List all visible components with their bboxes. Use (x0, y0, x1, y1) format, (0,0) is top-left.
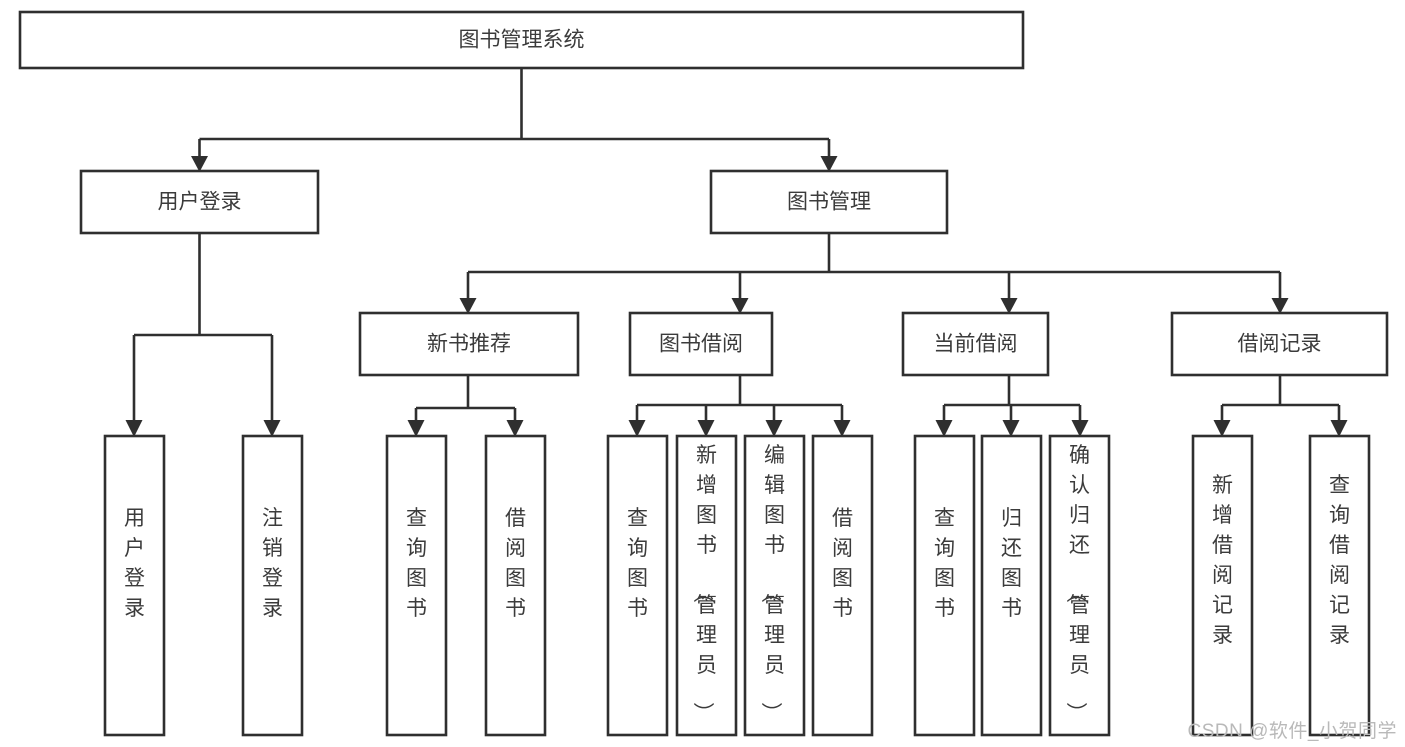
leaf-logout[interactable]: 注销登录 (241, 434, 304, 737)
node-current-borrow[interactable]: 当前借阅 (901, 311, 1050, 377)
connector-layer (125, 68, 1348, 437)
arrow-head-leaf-logout (263, 420, 281, 437)
node-root-label: 图书管理系统 (459, 29, 585, 52)
node-book-borrow-box[interactable] (628, 311, 774, 377)
arrow-head-leaf-confirm-return (1071, 420, 1089, 437)
leaf-add-borrow-record[interactable]: 新增借阅记录 (1191, 434, 1254, 737)
arrow-head-book-borrow (731, 298, 749, 314)
arrow-head-leaf-query-book-2 (628, 420, 646, 437)
node-borrow-record-box[interactable] (1170, 311, 1389, 377)
arrow-head-new-books (459, 298, 477, 314)
arrow-head-current-borrow (1000, 298, 1018, 314)
leaf-borrow-book-2-box[interactable] (811, 434, 874, 737)
arrow-head-book-mgmt (820, 156, 838, 172)
leaf-borrow-book-1-label: 借阅图书 (505, 507, 526, 620)
arrow-head-leaf-add-record (1213, 420, 1231, 437)
leaf-user-login-box[interactable] (103, 434, 166, 737)
arrow-head-borrow-record (1271, 298, 1289, 314)
leaf-query-book-3-label: 查询图书 (934, 507, 955, 620)
arrow-head-leaf-add-book (697, 420, 715, 437)
arrow-head-leaf-edit-book (765, 420, 783, 437)
leaf-borrow-book-2-label: 借阅图书 (832, 507, 853, 620)
leaf-query-book-1[interactable]: 查询图书 (385, 434, 448, 737)
node-book-borrow[interactable]: 图书借阅 (628, 311, 774, 377)
node-new-book-recommend[interactable]: 新书推荐 (358, 311, 580, 377)
node-borrow-record-label: 借阅记录 (1238, 333, 1322, 356)
arrow-head-leaf-return-book (1002, 420, 1020, 437)
arrow-head-leaf-borrow-book-2 (833, 420, 851, 437)
leaf-add-book-admin[interactable]: 新增图书（管理员） (675, 434, 738, 737)
leaf-query-book-1-box[interactable] (385, 434, 448, 737)
leaf-logout-box[interactable] (241, 434, 304, 737)
leaf-borrow-book-2[interactable]: 借阅图书 (811, 434, 874, 737)
leaf-edit-book-admin[interactable]: 编辑图书（管理员） (743, 434, 806, 737)
leaf-borrow-book-1-box[interactable] (484, 434, 547, 737)
node-current-borrow-label: 当前借阅 (934, 333, 1018, 356)
leaf-edit-book-admin-label: 编辑图书（管理员） (759, 444, 785, 723)
arrow-head-leaf-query-book-3 (935, 420, 953, 437)
leaf-logout-label: 注销登录 (262, 507, 283, 620)
arrow-head-user-login (191, 156, 208, 172)
leaf-query-book-2-label: 查询图书 (627, 507, 648, 620)
leaf-return-book-label: 归还图书 (1001, 507, 1022, 620)
node-new-book-recommend-label: 新书推荐 (427, 333, 511, 356)
node-book-management-box[interactable] (709, 169, 949, 235)
leaf-query-book-2-box[interactable] (606, 434, 669, 737)
leaf-query-book-1-label: 查询图书 (406, 507, 427, 620)
arrow-head-leaf-user-login (125, 420, 143, 437)
leaf-edit-book-admin-box[interactable] (743, 434, 806, 737)
leaf-query-book-3-box[interactable] (913, 434, 976, 737)
leaf-query-borrow-record-label: 查询借阅记录 (1329, 474, 1350, 647)
leaf-borrow-book-1[interactable]: 借阅图书 (484, 434, 547, 737)
leaf-user-login[interactable]: 用户登录 (103, 434, 166, 737)
node-book-management-label: 图书管理 (787, 191, 871, 214)
leaf-query-book-2[interactable]: 查询图书 (606, 434, 669, 737)
node-user-login-label: 用户登录 (158, 191, 242, 214)
node-book-borrow-label: 图书借阅 (659, 333, 743, 356)
leaf-add-borrow-record-box[interactable] (1191, 434, 1254, 737)
leaf-add-book-admin-label: 新增图书（管理员） (691, 444, 717, 723)
node-current-borrow-box[interactable] (901, 311, 1050, 377)
leaf-return-book[interactable]: 归还图书 (980, 434, 1043, 737)
node-root-box[interactable] (18, 10, 1025, 70)
arrow-head-leaf-query-record (1330, 420, 1348, 437)
leaf-query-borrow-record-box[interactable] (1308, 434, 1371, 737)
leaf-add-borrow-record-label: 新增借阅记录 (1212, 474, 1233, 647)
node-book-management[interactable]: 图书管理 (709, 169, 949, 235)
node-user-login[interactable]: 用户登录 (79, 169, 320, 235)
leaf-return-book-box[interactable] (980, 434, 1043, 737)
leaf-add-book-admin-box[interactable] (675, 434, 738, 737)
node-borrow-record[interactable]: 借阅记录 (1170, 311, 1389, 377)
arrow-head-leaf-query-book-1 (407, 420, 425, 437)
node-root[interactable]: 图书管理系统 (18, 10, 1025, 70)
leaf-confirm-return-admin-box[interactable] (1048, 434, 1111, 737)
leaf-confirm-return-admin-label: 确认归还（管理员） (1064, 444, 1090, 723)
leaf-confirm-return-admin[interactable]: 确认归还（管理员） (1048, 434, 1111, 737)
leaf-query-borrow-record[interactable]: 查询借阅记录 (1308, 434, 1371, 737)
leaf-user-login-label: 用户登录 (124, 507, 145, 620)
node-new-book-recommend-box[interactable] (358, 311, 580, 377)
arrow-head-leaf-borrow-book-1 (506, 420, 524, 437)
leaf-query-book-3[interactable]: 查询图书 (913, 434, 976, 737)
node-user-login-box[interactable] (79, 169, 320, 235)
